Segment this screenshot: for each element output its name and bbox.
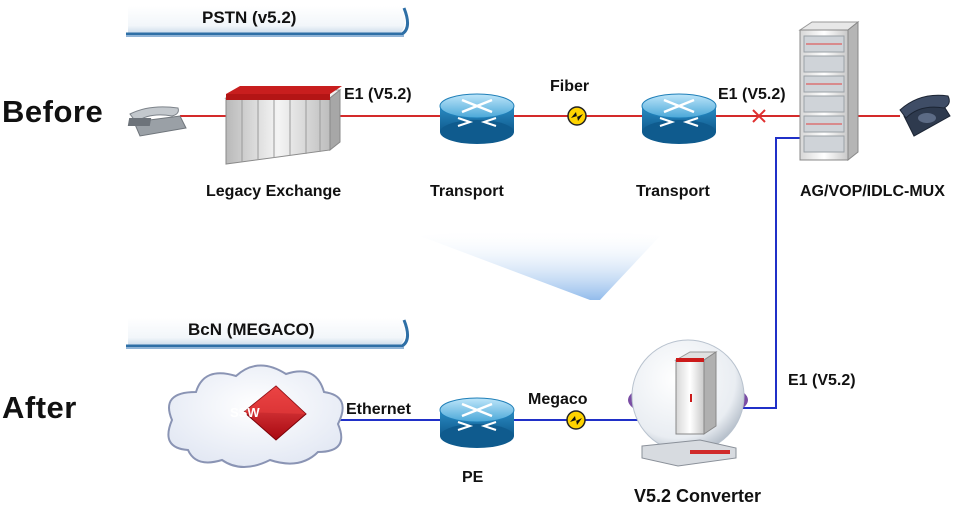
megaco-label: Megaco	[528, 391, 588, 408]
ssw-label: SSW	[230, 405, 260, 420]
transport-router-2-icon	[641, 93, 717, 144]
transport-router-1-icon	[439, 93, 515, 144]
transport-1-label: Transport	[430, 183, 504, 200]
legacy-exchange-icon	[224, 86, 342, 165]
link-cut-icon	[752, 109, 766, 123]
ethernet-label: Ethernet	[346, 401, 411, 418]
converter-label: V5.2 Converter	[634, 486, 762, 506]
bcn-banner-title: BcN (MEGACO)	[188, 320, 315, 339]
banner-pstn	[126, 6, 409, 37]
ag-label: AG/VOP/IDLC-MUX	[800, 183, 945, 200]
banner-bcn	[126, 318, 409, 349]
v52-converter-icon	[628, 339, 748, 467]
ssw-cloud-icon	[167, 364, 344, 468]
before-label: Before	[2, 94, 104, 129]
fiber-label: Fiber	[550, 78, 590, 95]
telephone-right-icon	[899, 94, 951, 137]
fiber-connector-icon	[567, 106, 587, 126]
legacy-exchange-label: Legacy Exchange	[206, 183, 342, 200]
transport-2-label: Transport	[636, 183, 710, 200]
pe-router-icon	[439, 397, 515, 448]
transition-arrow	[420, 229, 660, 300]
pe-label: PE	[462, 469, 484, 486]
ag-rack-icon	[798, 20, 860, 162]
pstn-banner-title: PSTN (v5.2)	[202, 8, 297, 27]
megaco-connector-icon	[566, 410, 586, 430]
telephone-left-icon	[127, 106, 187, 137]
e1-right-label: E1 (V5.2)	[718, 86, 786, 103]
e1-converter-label: E1 (V5.2)	[788, 372, 856, 389]
e1-left-label: E1 (V5.2)	[344, 86, 412, 103]
link-e1-to-converter	[738, 137, 800, 409]
after-label: After	[2, 390, 77, 425]
